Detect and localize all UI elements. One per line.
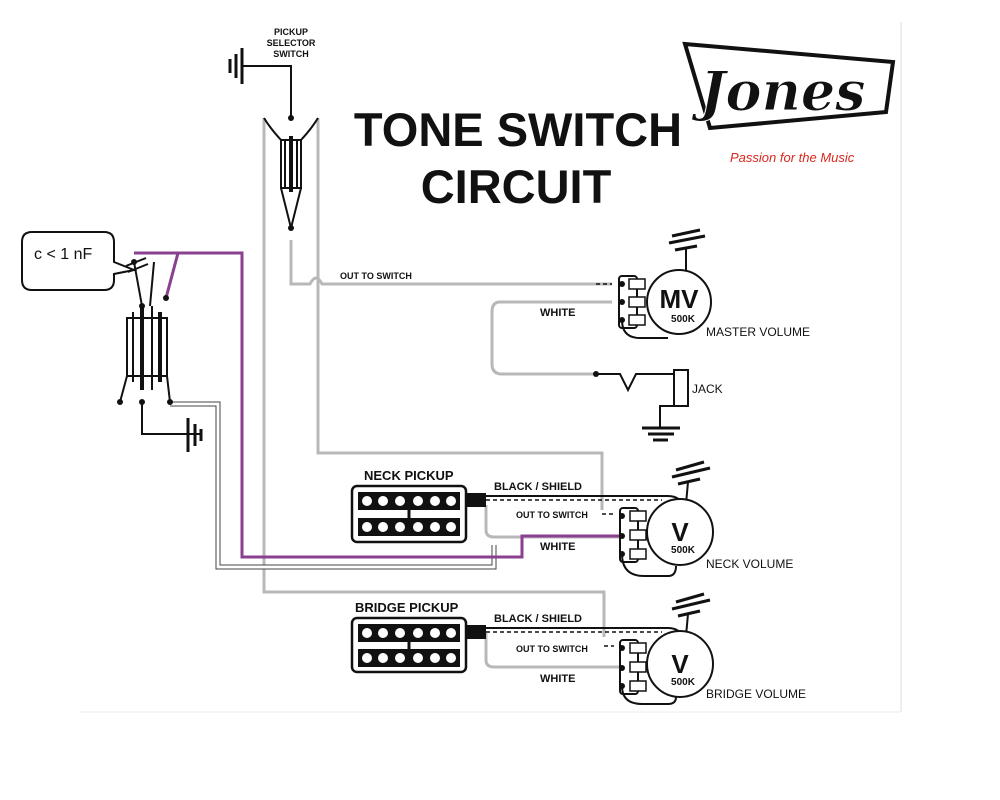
label-white-neck: WHITE bbox=[540, 541, 575, 553]
neck-volume-body bbox=[646, 498, 714, 566]
jack-ground-wire bbox=[659, 405, 674, 428]
tone-capacitor-wire-lead bbox=[164, 252, 180, 299]
jack-tip-wire bbox=[596, 373, 674, 393]
label-out-to-switch-top: OUT TO SWITCH bbox=[340, 271, 412, 281]
bridge-volume-body bbox=[646, 630, 714, 698]
pickup-selector-switch: PICKUP SELECTOR SWITCH bbox=[228, 27, 319, 231]
neck-pole-pieces bbox=[362, 496, 456, 532]
selector-ground-wire bbox=[242, 65, 292, 118]
label-black-shield-neck: BLACK / SHIELD bbox=[494, 481, 582, 493]
neck-coil-1 bbox=[358, 492, 460, 510]
neck-cable-boot bbox=[466, 493, 486, 507]
selector-lug-bottom bbox=[288, 225, 294, 231]
neck-volume-symbol: V bbox=[671, 517, 689, 547]
label-out-to-switch-bridge: OUT TO SWITCH bbox=[516, 644, 588, 654]
jack-label: JACK bbox=[692, 382, 723, 396]
bridge-pole-pieces bbox=[362, 628, 456, 663]
tone-switch-ground-symbol bbox=[186, 418, 203, 452]
bridge-pickup: BRIDGE PICKUP bbox=[350, 600, 486, 674]
label-black-shield-bridge: BLACK / SHIELD bbox=[494, 613, 582, 625]
wire-tone-switch-to-neck-inner bbox=[170, 402, 496, 569]
neck-lug-ground bbox=[621, 553, 677, 577]
pickup-selector-label-1: PICKUP bbox=[274, 27, 308, 37]
jack-ground-symbol bbox=[642, 426, 680, 442]
label-white-master: WHITE bbox=[540, 307, 575, 319]
bridge-volume-value: 500K bbox=[671, 677, 696, 688]
capacitor-note: c < 1 nF bbox=[34, 246, 92, 263]
bridge-cable-boot bbox=[466, 625, 486, 639]
neck-volume-pot: V 500K NECK VOLUME bbox=[619, 460, 793, 577]
logo-badge bbox=[682, 41, 896, 131]
master-ground-symbol bbox=[668, 228, 706, 272]
tone-capacitor-wire bbox=[134, 251, 620, 559]
title-line-2: CIRCUIT bbox=[421, 160, 612, 213]
bridge-pickup-label: BRIDGE PICKUP bbox=[355, 600, 459, 615]
neck-volume-value: 500K bbox=[671, 545, 696, 556]
tone-switch bbox=[117, 257, 203, 452]
capacitor-callout-bubble bbox=[21, 231, 138, 291]
logo-tagline: Passion for the Music bbox=[730, 150, 855, 165]
master-volume-symbol: MV bbox=[660, 284, 700, 314]
output-jack: JACK bbox=[593, 369, 723, 442]
master-volume-pot: MV 500K MASTER VOLUME bbox=[596, 228, 810, 339]
label-out-to-switch-neck: OUT TO SWITCH bbox=[516, 510, 588, 520]
neck-pickup-label: NECK PICKUP bbox=[364, 468, 454, 483]
jones-logo: Jones Passion for the Music bbox=[682, 41, 896, 165]
wire-black-shield-neck bbox=[486, 495, 685, 511]
capacitor-callout: c < 1 nF bbox=[21, 231, 138, 291]
wire-selector-to-neck bbox=[316, 118, 604, 510]
pickup-selector-label-3: SWITCH bbox=[273, 49, 309, 59]
gray-wires bbox=[262, 118, 622, 669]
selector-ground-symbol bbox=[228, 48, 244, 84]
pickup-selector-label-2: SELECTOR bbox=[267, 38, 316, 48]
neck-pickup: NECK PICKUP bbox=[350, 468, 486, 544]
master-volume-label: MASTER VOLUME bbox=[706, 325, 810, 339]
wire-out-to-switch-master bbox=[289, 240, 612, 286]
master-lug-ground bbox=[621, 319, 668, 339]
bridge-volume-pot: V 500K BRIDGE VOLUME bbox=[619, 592, 806, 705]
title-line-1: TONE SWITCH bbox=[354, 103, 682, 156]
neck-coil-2 bbox=[358, 518, 460, 536]
label-white-bridge: WHITE bbox=[540, 673, 575, 685]
bridge-coil-2 bbox=[358, 649, 460, 667]
wire-white-bridge bbox=[484, 633, 622, 669]
master-volume-body bbox=[646, 269, 712, 335]
master-volume-value: 500K bbox=[671, 314, 696, 325]
wire-white-neck bbox=[484, 505, 622, 539]
neck-volume-label: NECK VOLUME bbox=[706, 557, 793, 571]
wire-white-to-jack bbox=[490, 300, 612, 376]
wire-selector-to-bridge bbox=[262, 118, 606, 637]
jack-body bbox=[673, 369, 689, 407]
bridge-coil-1 bbox=[358, 624, 460, 642]
tone-switch-legs bbox=[119, 375, 171, 403]
tone-switch-ground-wire bbox=[141, 402, 200, 435]
bridge-lug-ground bbox=[621, 685, 677, 705]
wire-black-shield-bridge bbox=[486, 627, 685, 643]
logo-wordmark: Jones bbox=[691, 59, 866, 123]
bridge-volume-symbol: V bbox=[671, 649, 689, 679]
selector-lug-top bbox=[288, 115, 294, 121]
bridge-volume-label: BRIDGE VOLUME bbox=[706, 687, 806, 701]
